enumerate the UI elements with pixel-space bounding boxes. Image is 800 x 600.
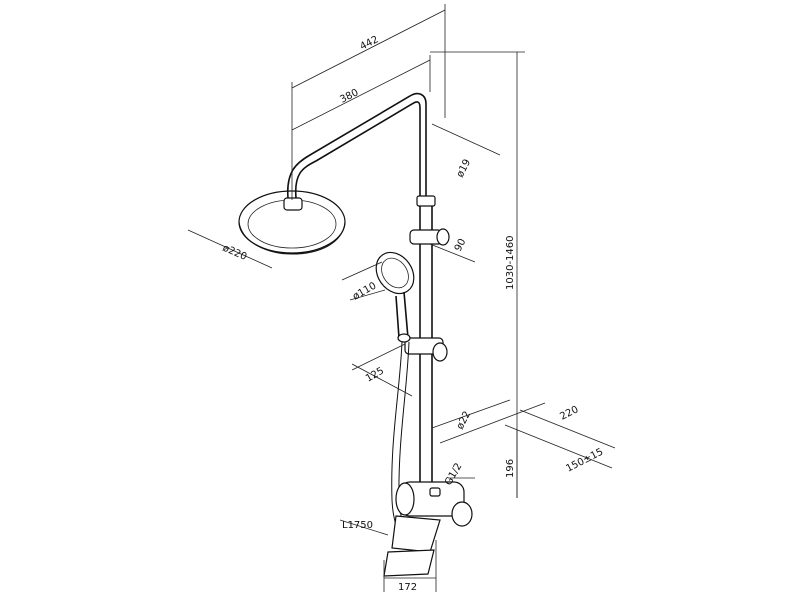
label-mixer-height: 196 <box>505 459 516 478</box>
dimension-lines <box>187 4 616 592</box>
label-spout-length: 172 <box>398 582 417 593</box>
hand-shower <box>375 251 415 343</box>
rain-shower-head <box>238 190 346 255</box>
label-handshower-holder: 125 <box>364 366 386 385</box>
label-center-distance: 150±15 <box>564 447 605 475</box>
label-pipe-diameter: ø19 <box>455 158 473 180</box>
label-head-diameter: ø220 <box>221 243 249 263</box>
label-slider-offset: 90 <box>453 237 469 253</box>
label-connection: G1/2 <box>443 461 464 487</box>
shower-arm <box>286 92 427 200</box>
label-arm-inner: 380 <box>338 87 360 105</box>
label-height-range: 1030-1460 <box>505 235 516 290</box>
bath-mixer <box>383 481 473 577</box>
label-handshower-diameter: ø110 <box>351 280 378 302</box>
label-column-diameter: ø22 <box>455 410 473 432</box>
label-arm-outer: 442 <box>358 34 380 52</box>
label-wall-to-head: 220 <box>558 404 580 422</box>
shower-column <box>404 195 450 490</box>
label-hose-length: L1750 <box>342 520 373 531</box>
